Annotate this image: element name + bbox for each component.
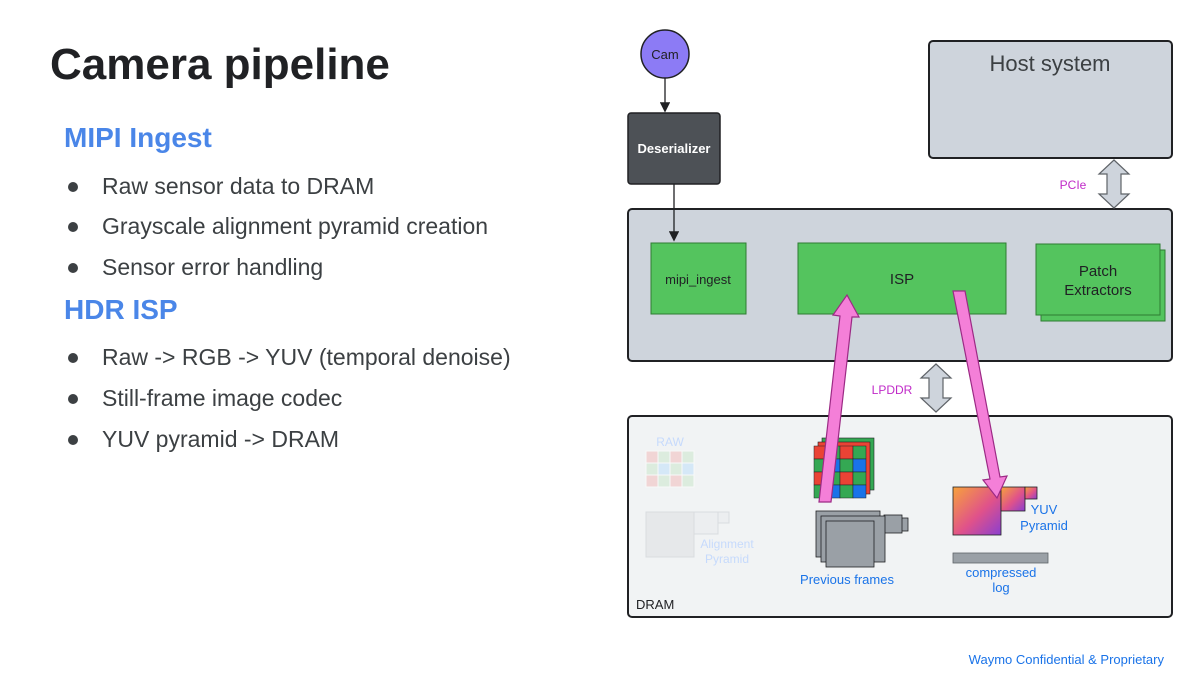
bullet-text: Raw -> RGB -> YUV (temporal denoise) <box>102 344 511 370</box>
dram-label: DRAM <box>636 597 674 612</box>
yuv-pyramid-label-line2: Pyramid <box>1020 518 1068 533</box>
compressed-log-label-line2: log <box>992 580 1009 595</box>
bullet-dot <box>68 435 78 445</box>
deserializer-label: Deserializer <box>638 141 711 156</box>
dram-to-isp-pink-arrow <box>818 293 861 503</box>
cam-label: Cam <box>651 47 678 62</box>
bullet-dot <box>68 353 78 363</box>
compressed-log-bar <box>952 552 1049 564</box>
section-heading-mipi-ingest: MIPI Ingest <box>64 122 212 153</box>
bullet-dot <box>68 394 78 404</box>
raw-label: RAW <box>656 435 684 449</box>
previous-frames-label: Previous frames <box>800 572 894 587</box>
bullet-dot <box>68 263 78 273</box>
previous-frames-stack <box>815 510 909 568</box>
pcie-label: PCIe <box>1060 178 1087 192</box>
yuv-pyramid-graphic <box>952 486 1038 536</box>
raw-bayer-grid <box>645 450 695 488</box>
host-system-label: Host system <box>989 51 1110 76</box>
bullet-text: Raw sensor data to DRAM <box>102 173 375 199</box>
bullet-dot <box>68 182 78 192</box>
lpddr-label: LPDDR <box>872 383 913 397</box>
alignment-pyramid-label-line1: Alignment <box>700 537 754 551</box>
patch-extractors-label-line1: Patch <box>1079 263 1117 280</box>
lpddr-double-arrow <box>919 363 953 413</box>
pcie-double-arrow <box>1097 159 1131 209</box>
host-system-box <box>928 40 1173 159</box>
isp-to-yuv-pink-arrow <box>952 290 1008 500</box>
mipi-ingest-label: mipi_ingest <box>665 272 731 287</box>
slide-title: Camera pipeline <box>50 40 390 89</box>
bullet-dot <box>68 222 78 232</box>
section-heading-hdr-isp: HDR ISP <box>64 294 178 325</box>
patch-extractors-block <box>1035 243 1161 316</box>
patch-extractors-label-line2: Extractors <box>1064 282 1132 299</box>
alignment-pyramid-graphic <box>645 511 730 558</box>
isp-label: ISP <box>890 271 914 288</box>
bullet-text: Grayscale alignment pyramid creation <box>102 213 489 239</box>
bullet-text: Still-frame image codec <box>102 385 343 411</box>
compressed-log-label-line1: compressed <box>966 565 1037 580</box>
yuv-pyramid-label-line1: YUV <box>1031 502 1058 517</box>
confidential-footer: Waymo Confidential & Proprietary <box>968 652 1164 667</box>
alignment-pyramid-label-line2: Pyramid <box>705 552 749 566</box>
isp-block <box>797 242 1007 315</box>
bullet-text: YUV pyramid -> DRAM <box>102 426 340 452</box>
mipi-ingest-block <box>650 242 747 315</box>
bullet-text: Sensor error handling <box>102 254 324 280</box>
